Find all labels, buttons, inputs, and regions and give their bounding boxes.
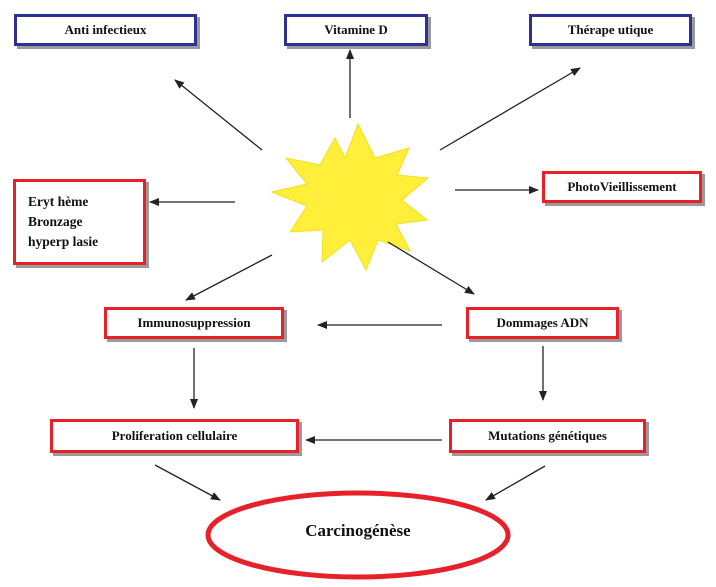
arrow-mutations-to-carcino (485, 465, 546, 501)
carcinogenese-label: Carcinogénèse (305, 521, 411, 540)
therapeutique-box: Thérape utique (529, 14, 692, 46)
therapeutique-label: Thérape utique (567, 22, 654, 37)
arrow-to-immunosuppression (185, 254, 273, 301)
proliferation-label: Proliferation cellulaire (111, 428, 238, 443)
photovieillissement-box: PhotoVieillissement (542, 171, 702, 203)
arrow-to-dommages-adn (387, 241, 475, 295)
vitamine-d-box: Vitamine D (284, 14, 428, 46)
sun-shape (270, 122, 430, 272)
hyperplasie-label: hyperp lasie (28, 234, 99, 249)
carcinogenese-ellipse (205, 490, 511, 580)
dommages-adn-box: Dommages ADN (466, 307, 619, 339)
erytheme-box: Eryt hème Bronzage hyperp lasie (13, 179, 146, 265)
mutations-box: Mutations génétiques (449, 419, 646, 453)
arrow-proliferation-to-carcino (154, 464, 221, 501)
arrow-to-therapeutique (439, 67, 581, 151)
proliferation-box: Proliferation cellulaire (50, 419, 299, 453)
immunosuppression-box: Immunosuppression (104, 307, 284, 339)
vitamine-d-label: Vitamine D (324, 22, 388, 37)
photovieillissement-label: PhotoVieillissement (567, 179, 677, 194)
arrow-to-anti-infectieux (174, 79, 263, 151)
bronzage-label: Bronzage (28, 214, 83, 229)
mutations-label: Mutations génétiques (488, 428, 607, 443)
dommages-adn-label: Dommages ADN (496, 315, 589, 330)
immunosuppression-label: Immunosuppression (137, 315, 251, 330)
erytheme-label: Eryt hème (28, 194, 89, 209)
anti-infectieux-label: Anti infectieux (64, 22, 147, 37)
anti-infectieux-box: Anti infectieux (14, 14, 197, 46)
